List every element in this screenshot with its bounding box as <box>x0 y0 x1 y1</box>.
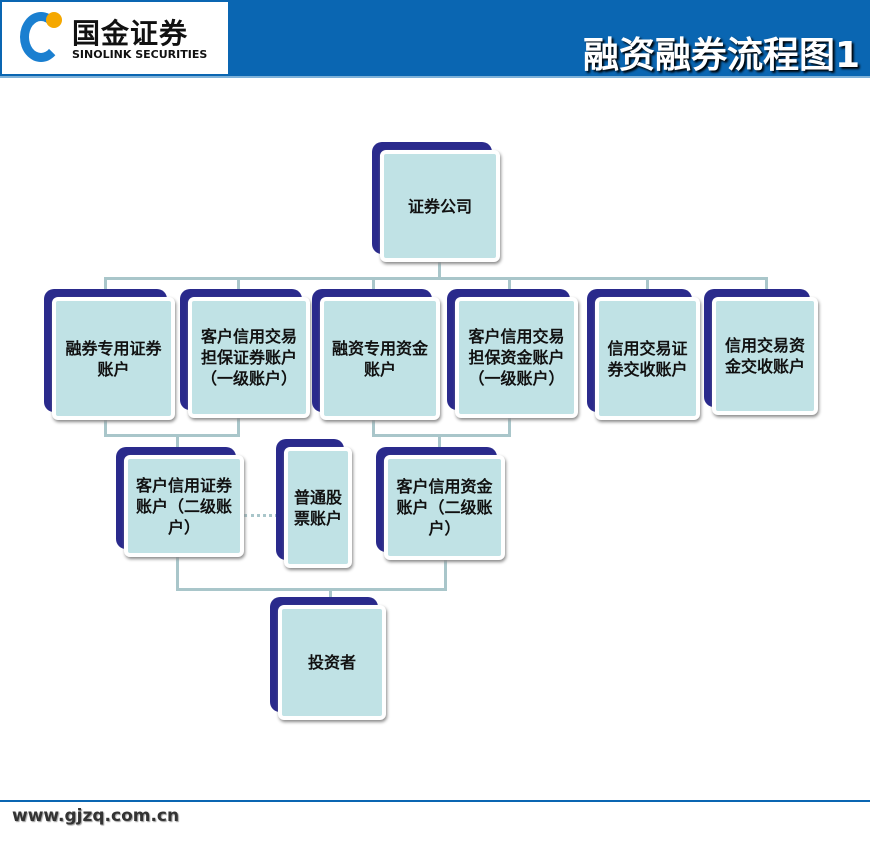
footer-divider <box>0 800 870 802</box>
connector <box>104 420 107 435</box>
node-broker: 证券公司 <box>372 142 500 262</box>
connector <box>237 418 240 435</box>
node-client-collateral-sec: 客户信用交易担保证券账户（一级账户） <box>180 289 310 418</box>
dotted-connector <box>244 514 284 517</box>
connector <box>176 557 179 590</box>
connector <box>508 277 511 297</box>
connector <box>104 277 768 280</box>
logo-en: SINOLINK SECURITIES <box>72 48 208 61</box>
node-sec-lending-account: 融券专用证券账户 <box>44 289 175 420</box>
node-ordinary-stock: 普通股票账户 <box>276 439 352 568</box>
node-client-credit-fund: 客户信用资金账户（二级账户） <box>376 447 505 560</box>
connector <box>646 277 649 297</box>
logo-mark-icon <box>20 12 62 62</box>
footer-url[interactable]: www.gjzq.com.cn <box>12 806 180 826</box>
node-client-collateral-fund: 客户信用交易担保资金账户（一级账户） <box>447 289 578 418</box>
connector <box>765 277 768 297</box>
logo-cn: 国金证券 <box>72 17 189 50</box>
connector <box>438 262 441 279</box>
header-bar: 国金证券 SINOLINK SECURITIES 融资融券流程图1 <box>0 0 870 76</box>
header-divider <box>0 76 870 78</box>
connector <box>438 434 441 455</box>
node-settle-sec: 信用交易证券交收账户 <box>587 289 700 420</box>
connector <box>372 277 375 297</box>
connector <box>104 277 107 297</box>
connector <box>176 588 447 591</box>
page-title: 融资融券流程图1 <box>582 35 860 76</box>
connector <box>329 588 332 605</box>
connector <box>372 434 511 437</box>
connector <box>176 434 179 455</box>
logo: 国金证券 SINOLINK SECURITIES <box>2 2 228 74</box>
connector <box>237 277 240 297</box>
connector <box>372 420 375 435</box>
node-margin-fund-account: 融资专用资金账户 <box>312 289 440 420</box>
logo-dot-icon <box>46 12 62 28</box>
node-client-credit-sec: 客户信用证券账户（二级账户） <box>116 447 244 557</box>
connector <box>508 418 511 435</box>
connector <box>104 434 240 437</box>
node-settle-fund: 信用交易资金交收账户 <box>704 289 818 415</box>
connector <box>444 560 447 590</box>
node-investor: 投资者 <box>270 597 386 720</box>
